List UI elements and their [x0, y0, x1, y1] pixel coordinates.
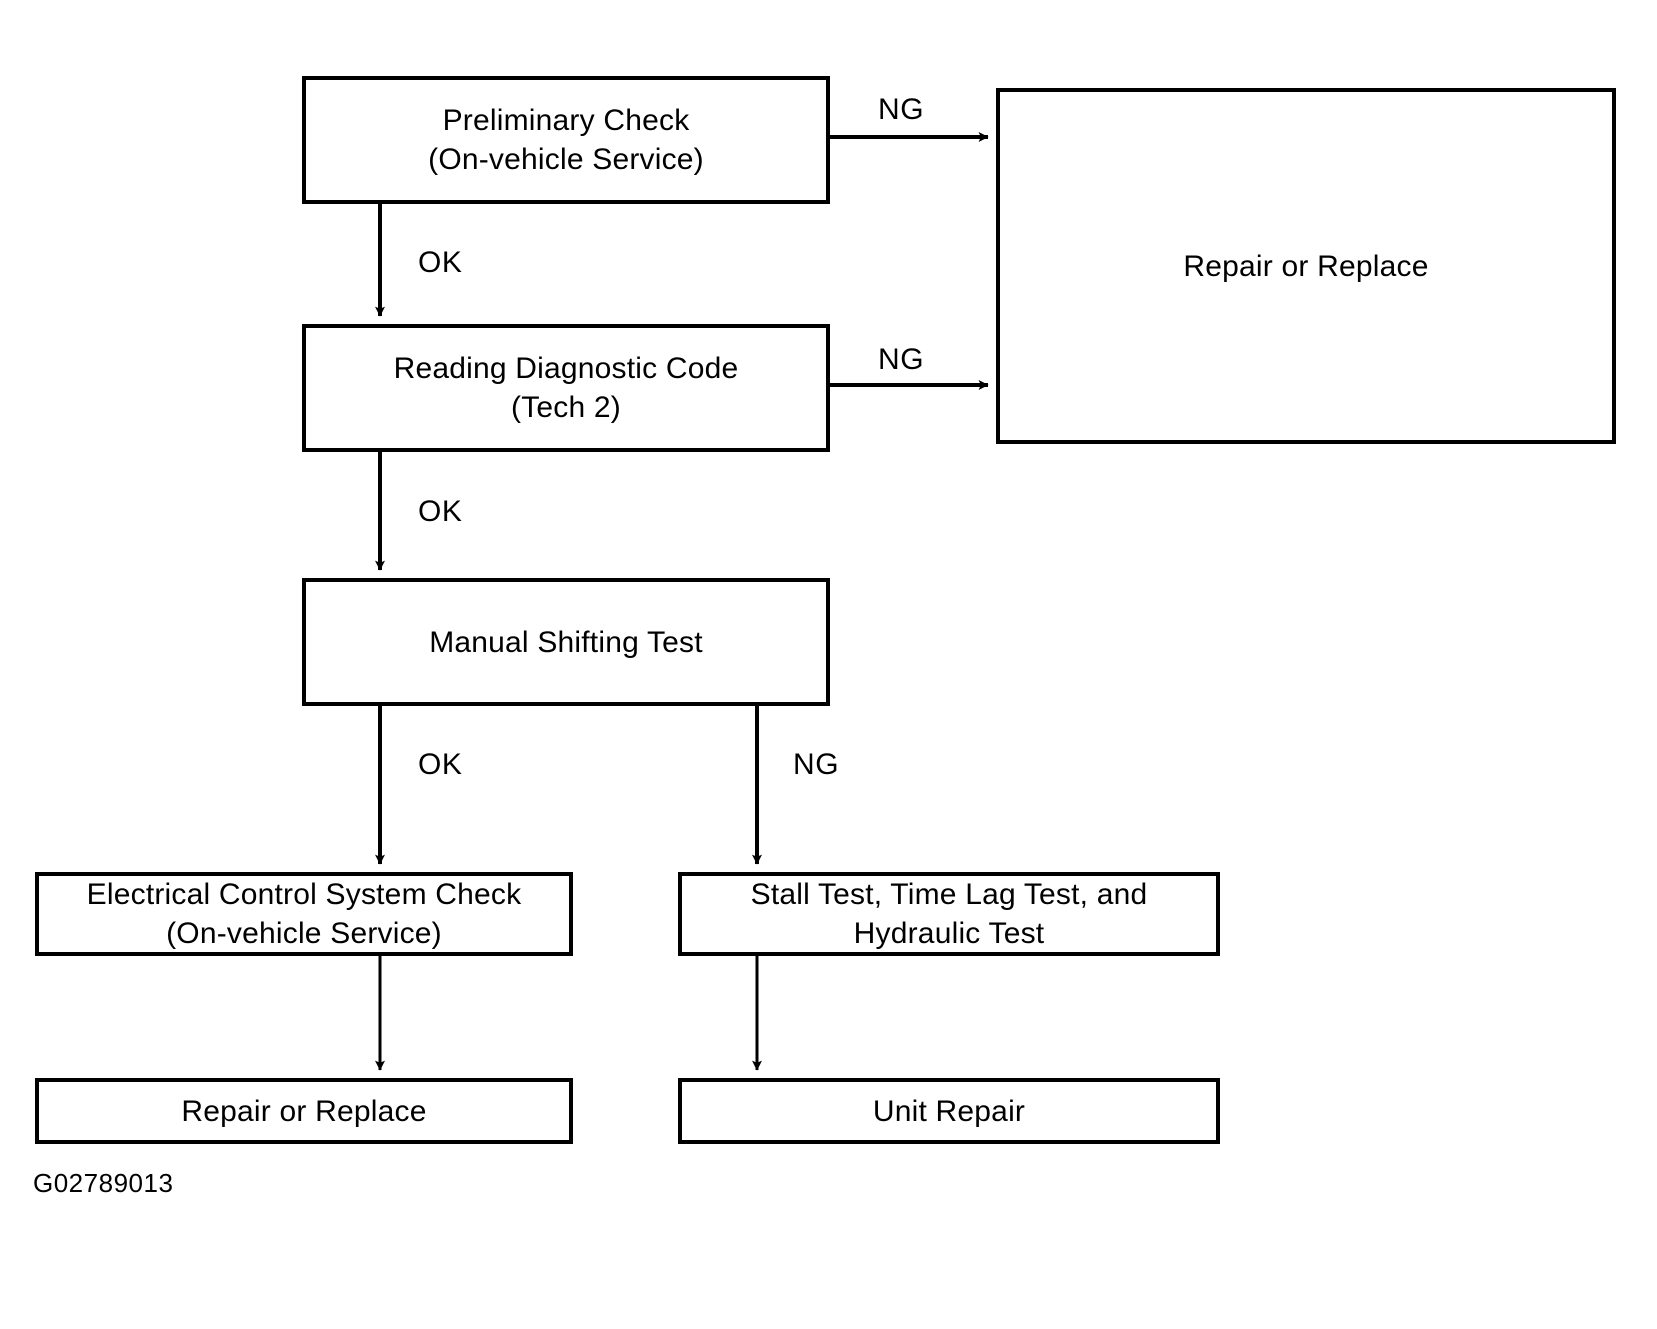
node-repair-or-replace-main[interactable]: Repair or Replace: [996, 88, 1616, 444]
node-repair-or-replace-bottom[interactable]: Repair or Replace: [35, 1078, 573, 1144]
node-preliminary-check[interactable]: Preliminary Check (On-vehicle Service): [302, 76, 830, 204]
edge-label-manual-ng-to-stall: NG: [793, 748, 840, 781]
edge-label-preliminary-to-repair: NG: [878, 93, 925, 126]
edge-label-preliminary-to-reading: OK: [418, 246, 463, 279]
node-electrical-control-system-check-label: Electrical Control System Check (On-vehi…: [86, 878, 522, 950]
node-unit-repair[interactable]: Unit Repair: [678, 1078, 1220, 1144]
node-electrical-control-system-check[interactable]: Electrical Control System Check (On-vehi…: [35, 872, 573, 956]
node-reading-diagnostic-code-label: Reading Diagnostic Code (Tech 2): [393, 352, 739, 424]
node-stall-time-lag-hydraulic-test-label: Stall Test, Time Lag Test, and Hydraulic…: [750, 878, 1148, 950]
edge-label-manual-ok-to-electrical: OK: [418, 748, 463, 781]
node-reading-diagnostic-code[interactable]: Reading Diagnostic Code (Tech 2): [302, 324, 830, 452]
edge-label-reading-to-manual: OK: [418, 495, 463, 528]
edge-label-reading-to-repair: NG: [878, 343, 925, 376]
node-unit-repair-label: Unit Repair: [872, 1094, 1026, 1128]
node-repair-or-replace-bottom-label: Repair or Replace: [181, 1094, 427, 1128]
node-manual-shifting-test-label: Manual Shifting Test: [429, 625, 703, 659]
node-stall-time-lag-hydraulic-test[interactable]: Stall Test, Time Lag Test, and Hydraulic…: [678, 872, 1220, 956]
node-repair-or-replace-main-label: Repair or Replace: [1183, 249, 1429, 283]
figure-id-label: G02789013: [33, 1168, 174, 1198]
node-manual-shifting-test[interactable]: Manual Shifting Test: [302, 578, 830, 706]
node-preliminary-check-label: Preliminary Check (On-vehicle Service): [428, 104, 704, 176]
